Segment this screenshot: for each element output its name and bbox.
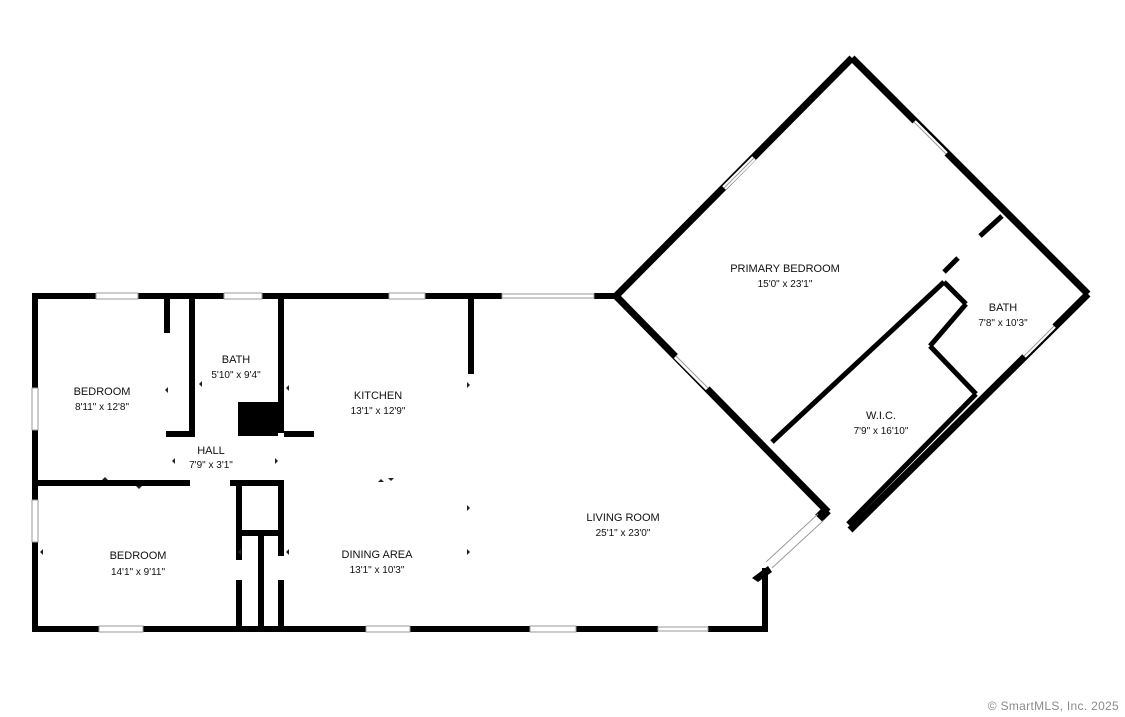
room-name: DINING AREA [342, 549, 414, 561]
room-label-bath-2: BATH 7'8" x 10'3" [978, 302, 1028, 329]
room-dimensions: 25'1" x 23'0" [596, 528, 651, 539]
room-name: LIVING ROOM [586, 512, 659, 524]
room-label-primary-bedroom: PRIMARY BEDROOM 15'0" x 23'1" [730, 263, 840, 290]
room-name: BATH [989, 302, 1018, 314]
room-dimensions: 13'1" x 10'3" [350, 565, 405, 576]
room-name: PRIMARY BEDROOM [730, 263, 840, 275]
opening-markers [40, 381, 470, 555]
room-label-bath-1: BATH 5'10" x 9'4" [211, 354, 261, 381]
room-dimensions: 7'9" x 3'1" [189, 460, 233, 471]
room-name: BATH [222, 354, 251, 366]
room-dimensions: 8'11" x 12'8" [75, 402, 130, 413]
room-name: KITCHEN [354, 390, 402, 402]
room-dimensions: 7'8" x 10'3" [978, 318, 1028, 329]
room-dimensions: 13'1" x 12'9" [351, 406, 406, 417]
room-name: HALL [197, 445, 225, 457]
room-dimensions: 15'0" x 23'1" [758, 279, 813, 290]
walls-left-wing [32, 293, 772, 632]
room-name: W.I.C. [866, 410, 896, 422]
copyright-watermark: © SmartMLS, Inc. 2025 [987, 699, 1119, 713]
walls-primary-suite [613, 55, 1091, 533]
room-label-kitchen: KITCHEN 13'1" x 12'9" [351, 390, 406, 417]
room-label-bedroom-1: BEDROOM 8'11" x 12'8" [74, 386, 131, 413]
room-label-dining-area: DINING AREA 13'1" x 10'3" [342, 549, 414, 576]
room-label-bedroom-2: BEDROOM 14'1" x 9'11" [110, 550, 167, 578]
room-dimensions: 7'9" x 16'10" [854, 426, 909, 437]
room-name: BEDROOM [74, 386, 131, 398]
windows-left-wing [31, 292, 709, 633]
windows-primary-suite [673, 120, 1056, 569]
room-dimensions: 5'10" x 9'4" [211, 370, 261, 381]
room-dimensions: 14'1" x 9'11" [111, 567, 166, 578]
room-label-wic: W.I.C. 7'9" x 16'10" [854, 410, 909, 437]
room-label-living-room: LIVING ROOM 25'1" x 23'0" [586, 512, 659, 539]
room-name: BEDROOM [110, 550, 167, 562]
room-label-hall: HALL 7'9" x 3'1" [189, 445, 233, 471]
